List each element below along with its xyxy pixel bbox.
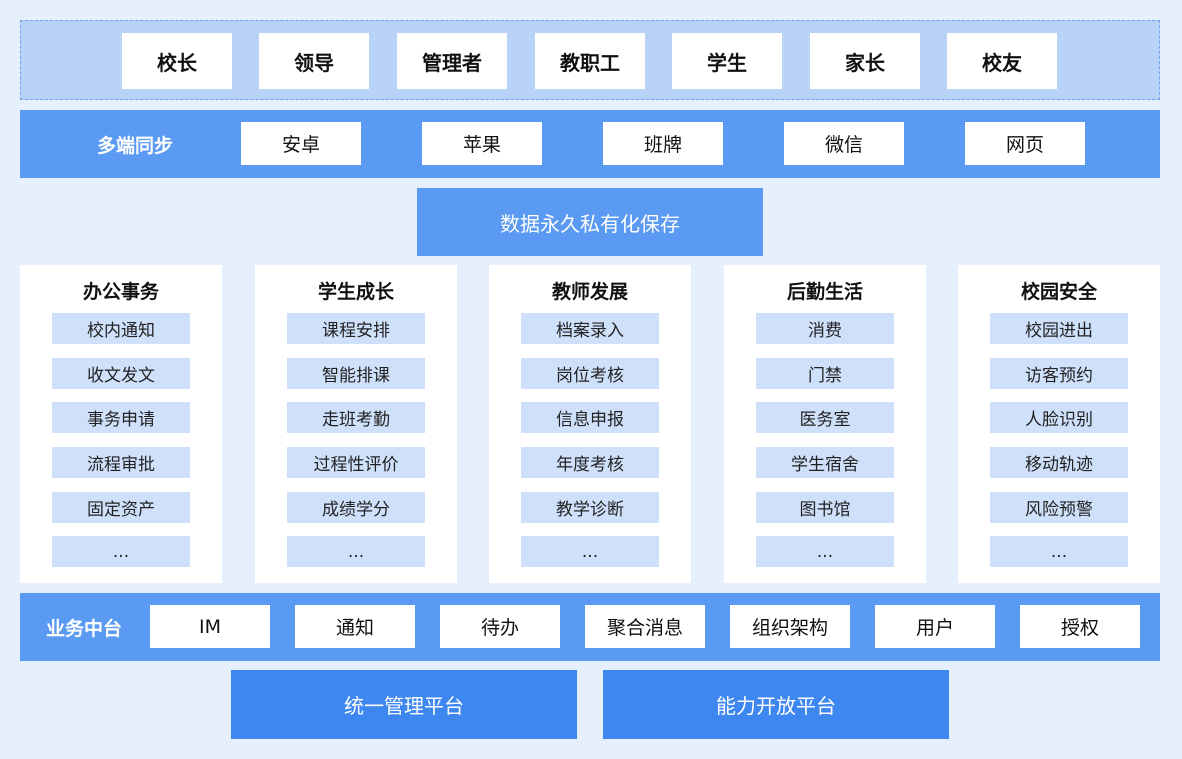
module-item-more: ... <box>756 536 894 567</box>
module-office: 办公事务 校内通知 收文发文 事务申请 流程审批 固定资产 ... <box>20 265 222 583</box>
module-student-growth: 学生成长 课程安排 智能排课 走班考勤 过程性评价 成绩学分 ... <box>255 265 457 583</box>
module-item: 图书馆 <box>756 492 894 523</box>
platform-item-authorization: 授权 <box>1020 605 1140 648</box>
module-item: 教学诊断 <box>521 492 659 523</box>
role-principal: 校长 <box>122 33 232 89</box>
platform-band: 业务中台 IM 通知 待办 聚合消息 组织架构 用户 授权 <box>20 593 1160 661</box>
module-teacher-development: 教师发展 档案录入 岗位考核 信息申报 年度考核 教学诊断 ... <box>489 265 691 583</box>
module-item: 人脸识别 <box>990 402 1128 433</box>
client-wechat: 微信 <box>784 122 904 165</box>
module-item: 信息申报 <box>521 402 659 433</box>
platform-item-notice: 通知 <box>295 605 415 648</box>
module-item-more: ... <box>52 536 190 567</box>
role-staff: 教职工 <box>535 33 645 89</box>
module-item-more: ... <box>990 536 1128 567</box>
storage-box: 数据永久私有化保存 <box>417 188 763 256</box>
module-item: 移动轨迹 <box>990 447 1128 478</box>
module-item: 档案录入 <box>521 313 659 344</box>
module-item: 校园进出 <box>990 313 1128 344</box>
module-item: 走班考勤 <box>287 402 425 433</box>
client-ios: 苹果 <box>422 122 542 165</box>
unified-management-platform: 统一管理平台 <box>231 670 577 739</box>
module-title: 学生成长 <box>317 280 394 303</box>
module-campus-security: 校园安全 校园进出 访客预约 人脸识别 移动轨迹 风险预警 ... <box>958 265 1160 583</box>
module-title: 教师发展 <box>551 280 628 303</box>
module-item: 收文发文 <box>52 358 190 389</box>
module-item: 固定资产 <box>52 492 190 523</box>
role-student: 学生 <box>672 33 782 89</box>
client-class-board: 班牌 <box>603 122 723 165</box>
role-alumni: 校友 <box>947 33 1057 89</box>
role-parent: 家长 <box>810 33 920 89</box>
platform-item-im: IM <box>150 605 270 648</box>
client-web: 网页 <box>965 122 1085 165</box>
module-item-more: ... <box>287 536 425 567</box>
platform-item-aggregate-messages: 聚合消息 <box>585 605 705 648</box>
clients-band: 多端同步 安卓 苹果 班牌 微信 网页 <box>20 110 1160 178</box>
module-item: 消费 <box>756 313 894 344</box>
module-item-more: ... <box>521 536 659 567</box>
module-item: 课程安排 <box>287 313 425 344</box>
module-title: 校园安全 <box>1020 280 1097 303</box>
open-capability-platform: 能力开放平台 <box>603 670 949 739</box>
platform-item-todo: 待办 <box>440 605 560 648</box>
role-leader: 领导 <box>259 33 369 89</box>
module-item: 岗位考核 <box>521 358 659 389</box>
module-item: 校内通知 <box>52 313 190 344</box>
module-item: 流程审批 <box>52 447 190 478</box>
module-item: 年度考核 <box>521 447 659 478</box>
module-logistics: 后勤生活 消费 门禁 医务室 学生宿舍 图书馆 ... <box>724 265 926 583</box>
platform-title: 业务中台 <box>45 617 122 640</box>
module-item: 成绩学分 <box>287 492 425 523</box>
module-title: 后勤生活 <box>786 280 863 303</box>
module-item: 事务申请 <box>52 402 190 433</box>
module-item: 医务室 <box>756 402 894 433</box>
module-item: 学生宿舍 <box>756 447 894 478</box>
clients-title: 多端同步 <box>96 134 173 157</box>
module-item: 风险预警 <box>990 492 1128 523</box>
module-item: 访客预约 <box>990 358 1128 389</box>
module-item: 门禁 <box>756 358 894 389</box>
roles-band: 校长 领导 管理者 教职工 学生 家长 校友 <box>20 20 1160 100</box>
module-item: 过程性评价 <box>287 447 425 478</box>
role-manager: 管理者 <box>397 33 507 89</box>
module-title: 办公事务 <box>82 280 159 303</box>
client-android: 安卓 <box>241 122 361 165</box>
module-item: 智能排课 <box>287 358 425 389</box>
platform-item-org-structure: 组织架构 <box>730 605 850 648</box>
platform-item-users: 用户 <box>875 605 995 648</box>
